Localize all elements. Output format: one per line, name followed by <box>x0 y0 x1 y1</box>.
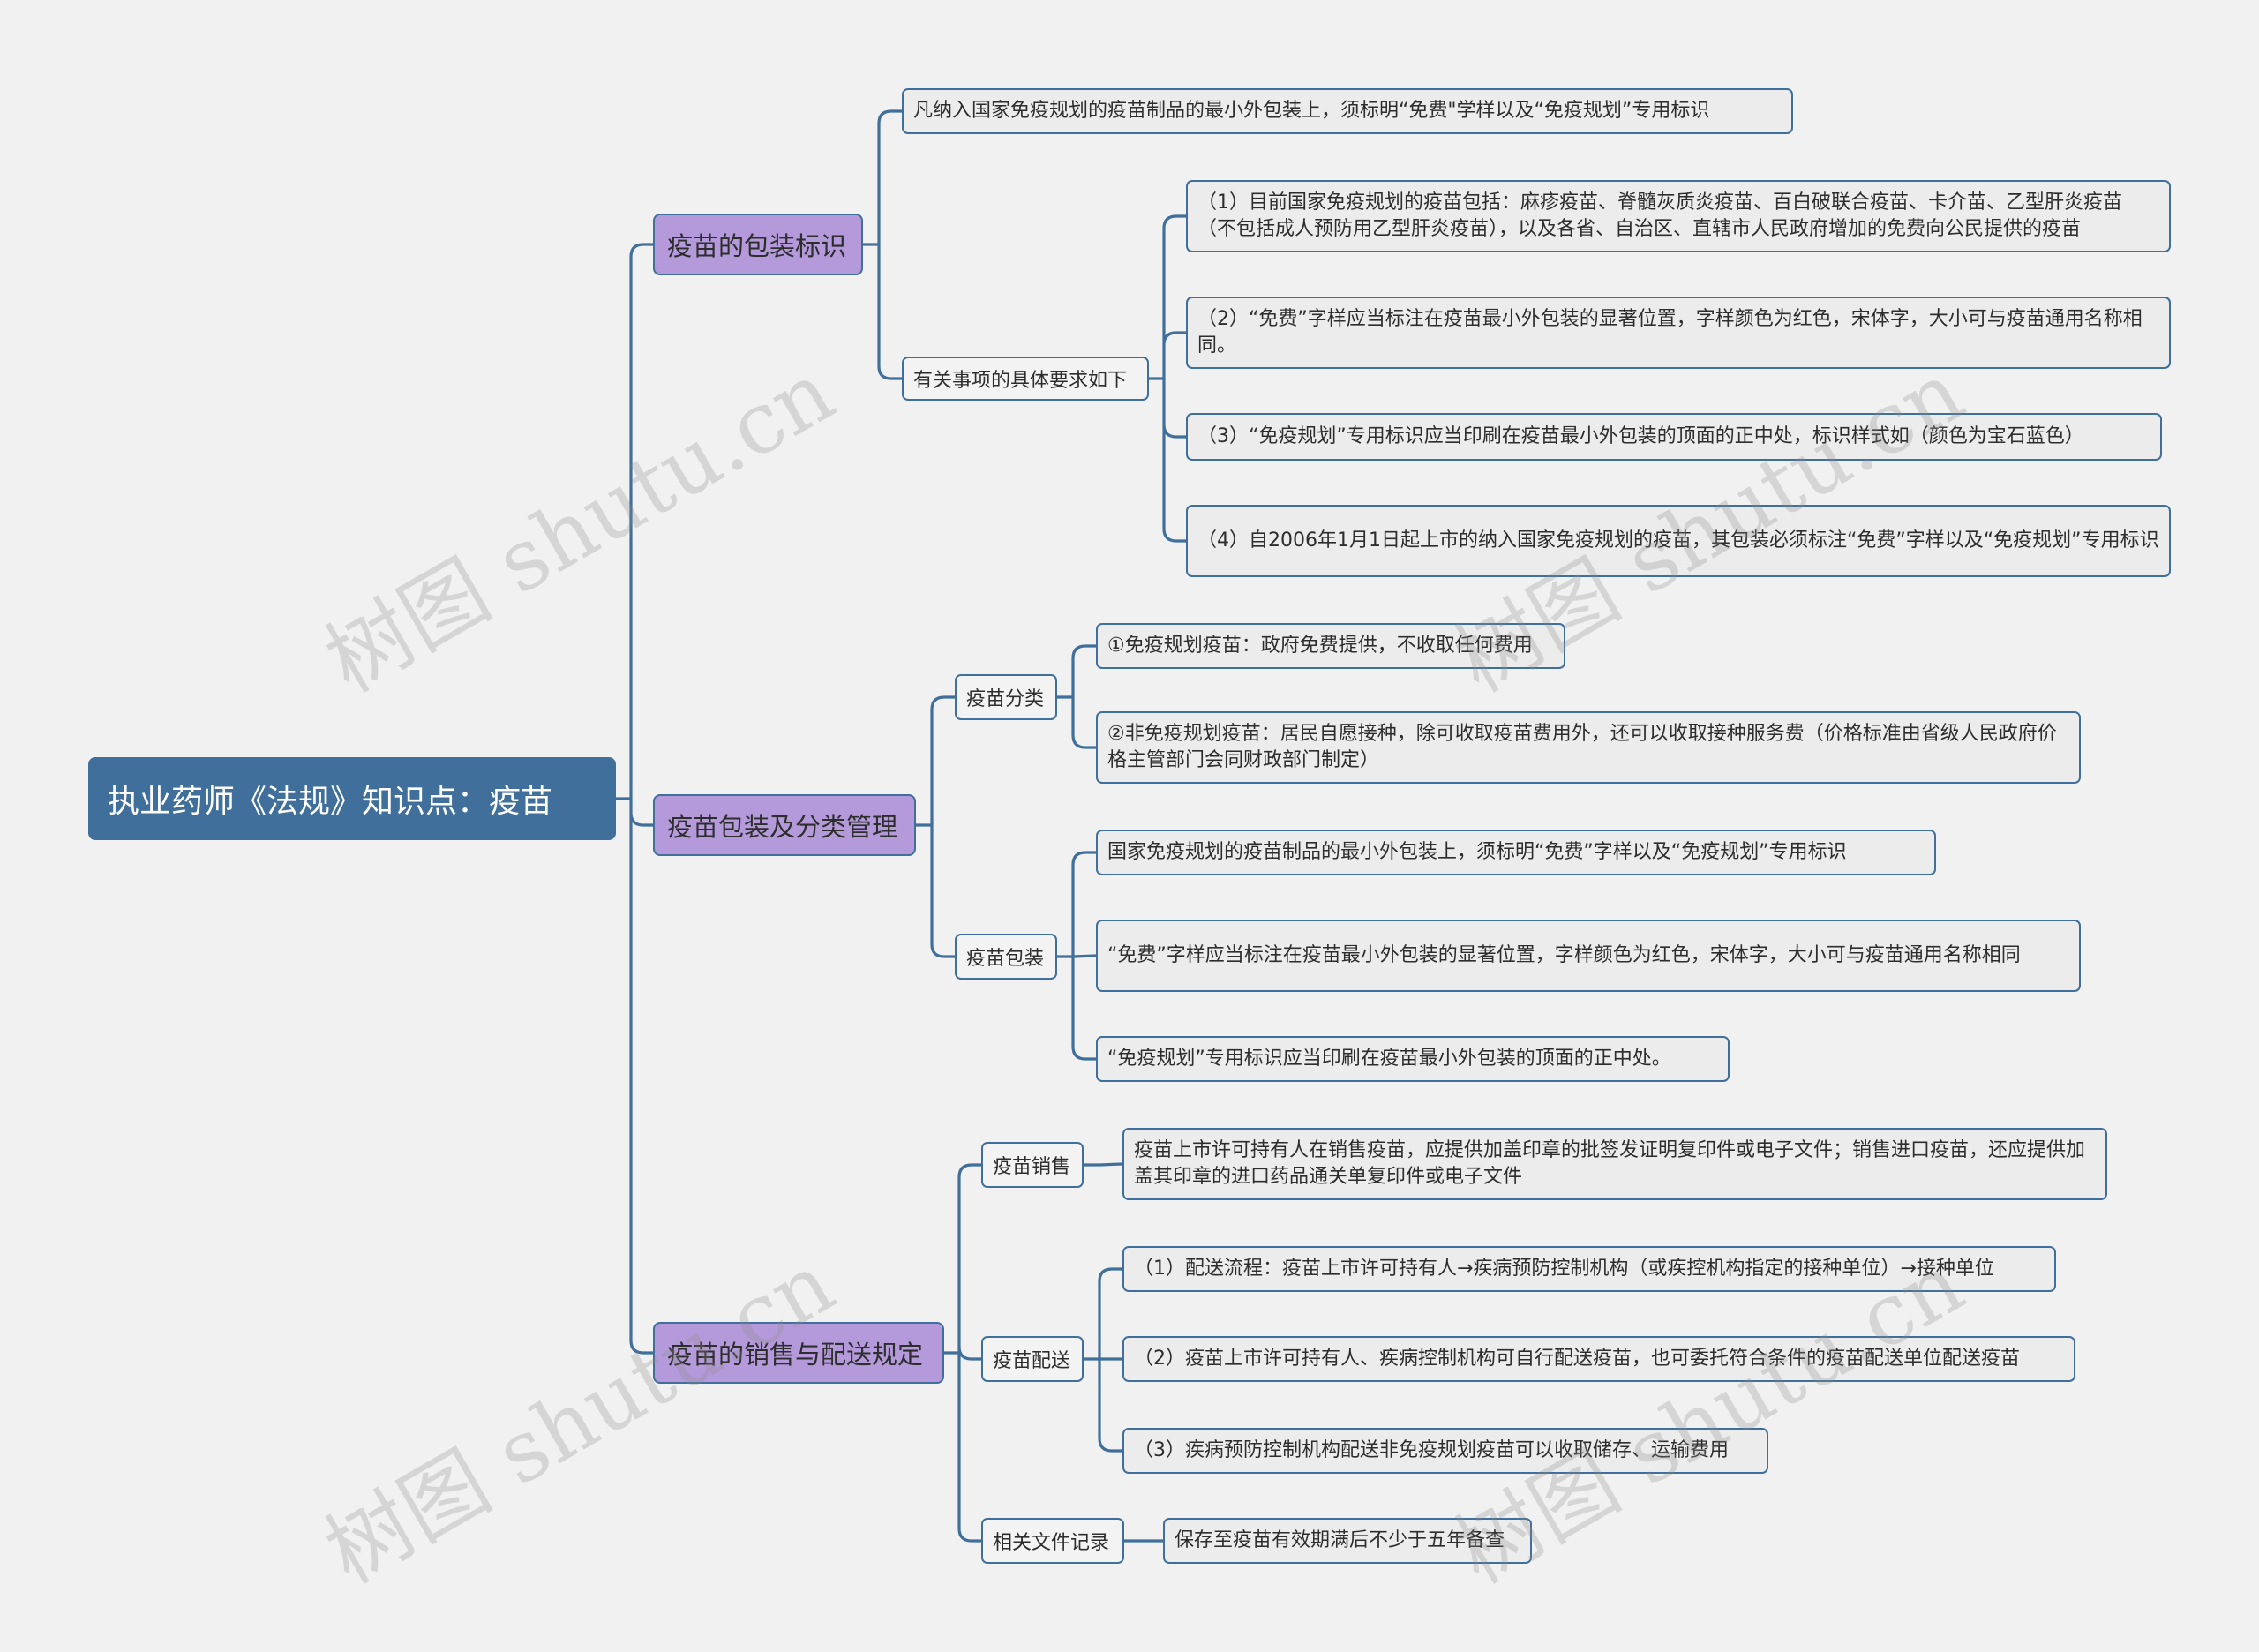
leaf-requirement-4-text: （4）自2006年1月1日起上市的纳入国家免疫规划的疫苗，其包装必须标注“免费”… <box>1197 529 2159 552</box>
connector-b1 <box>914 695 957 958</box>
connector-root <box>614 243 655 1355</box>
root-topic-text: 执业药师《法规》知识点：疫苗 <box>108 784 553 820</box>
connector-b1c0 <box>1055 644 1098 749</box>
leaf-packaging-3-text: “免疫规划”专用标识应当印刷在疫苗最小外包装的顶面的正中处。 <box>1107 1048 1671 1070</box>
sub-vaccine-sales-text: 疫苗销售 <box>993 1156 1071 1178</box>
leaf-distribution-3-text: （3）疾病预防控制机构配送非免疫规划疫苗可以收取储存、运输费用 <box>1134 1439 1729 1461</box>
sub-specific-requirements[interactable]: 有关事项的具体要求如下 <box>902 357 1149 401</box>
branch-packaging-label[interactable]: 疫苗的包装标识 <box>653 214 863 275</box>
connector-b0 <box>861 109 904 380</box>
sub-vaccine-classification[interactable]: 疫苗分类 <box>955 674 1057 720</box>
connector-b2 <box>942 1163 983 1543</box>
sub-specific-requirements-text: 有关事项的具体要求如下 <box>913 370 1128 392</box>
leaf-sales-documents[interactable]: 疫苗上市许可持有人在销售疫苗，应提供加盖印章的批签发证明复印件或电子文件；销售进… <box>1122 1128 2107 1200</box>
sub-vaccine-classification-text: 疫苗分类 <box>966 688 1045 710</box>
root-topic[interactable]: 执业药师《法规》知识点：疫苗 <box>88 757 616 840</box>
leaf-record-retention-text: 保存至疫苗有效期满后不少于五年备查 <box>1175 1529 1505 1551</box>
sub-vaccine-distribution-text: 疫苗配送 <box>993 1350 1071 1372</box>
connector-b2c1 <box>1082 1267 1124 1453</box>
leaf-packaging-1[interactable]: 国家免疫规划的疫苗制品的最小外包装上，须标明“免费”字样以及“免疫规划”专用标识 <box>1096 830 1936 875</box>
leaf-packaging-1-text: 国家免疫规划的疫苗制品的最小外包装上，须标明“免费”字样以及“免疫规划”专用标识 <box>1107 841 1847 863</box>
leaf-requirement-3-text: （3）“免疫规划”专用标识应当印刷在疫苗最小外包装的顶面的正中处，标识样式如（颜… <box>1197 425 2084 447</box>
leaf-requirement-1-text: （1）目前国家免疫规划的疫苗包括：麻疹疫苗、脊髓灰质炎疫苗、百白破联合疫苗、卡介… <box>1197 191 2123 240</box>
leaf-distribution-1-text: （1）配送流程：疫苗上市许可持有人→疾病预防控制机构（或疾控机构指定的接种单位）… <box>1134 1258 1994 1280</box>
leaf-distribution-3[interactable]: （3）疾病预防控制机构配送非免疫规划疫苗可以收取储存、运输费用 <box>1122 1428 1768 1474</box>
leaf-packaging-requirement[interactable]: 凡纳入国家免疫规划的疫苗制品的最小外包装上，须标明“免费"学样以及“免疫规划”专… <box>902 88 1793 134</box>
leaf-packaging-requirement-text: 凡纳入国家免疫规划的疫苗制品的最小外包装上，须标明“免费"学样以及“免疫规划”专… <box>913 100 1710 122</box>
leaf-requirement-2-text: （2）“免费”字样应当标注在疫苗最小外包装的显著位置，字样颜色为红色，宋体字，大… <box>1197 308 2143 357</box>
sub-vaccine-distribution[interactable]: 疫苗配送 <box>981 1336 1084 1382</box>
sub-document-records[interactable]: 相关文件记录 <box>981 1518 1124 1564</box>
leaf-non-planned-vaccine[interactable]: ②非免疫规划疫苗：居民自愿接种，除可收取疫苗费用外，还可以收取接种服务费（价格标… <box>1096 711 2081 784</box>
branch-packaging-label-text: 疫苗的包装标识 <box>667 231 847 261</box>
leaf-requirement-3[interactable]: （3）“免疫规划”专用标识应当印刷在疫苗最小外包装的顶面的正中处，标识样式如（颜… <box>1186 413 2162 461</box>
branch-sales-distribution[interactable]: 疫苗的销售与配送规定 <box>653 1322 944 1384</box>
connector-b2c0 <box>1082 1162 1124 1167</box>
leaf-sales-documents-text: 疫苗上市许可持有人在销售疫苗，应提供加盖印章的批签发证明复印件或电子文件；销售进… <box>1134 1139 2086 1188</box>
leaf-record-retention[interactable]: 保存至疫苗有效期满后不少于五年备查 <box>1163 1518 1532 1564</box>
branch-classification-text: 疫苗包装及分类管理 <box>667 812 898 842</box>
leaf-packaging-3[interactable]: “免疫规划”专用标识应当印刷在疫苗最小外包装的顶面的正中处。 <box>1096 1036 1730 1082</box>
connector-b0c1 <box>1147 214 1188 543</box>
leaf-requirement-4[interactable]: （4）自2006年1月1日起上市的纳入国家免疫规划的疫苗，其包装必须标注“免费”… <box>1186 505 2171 577</box>
leaf-packaging-2-text: “免费”字样应当标注在疫苗最小外包装的显著位置，字样颜色为红色，宋体字，大小可与… <box>1107 944 2021 966</box>
leaf-non-planned-vaccine-text: ②非免疫规划疫苗：居民自愿接种，除可收取疫苗费用外，还可以收取接种服务费（价格标… <box>1107 723 2057 771</box>
sub-vaccine-sales[interactable]: 疫苗销售 <box>981 1142 1084 1188</box>
leaf-planned-vaccine-text: ①免疫规划疫苗：政府免费提供，不收取任何费用 <box>1107 635 1533 657</box>
leaf-planned-vaccine[interactable]: ①免疫规划疫苗：政府免费提供，不收取任何费用 <box>1096 623 1565 669</box>
leaf-requirement-1[interactable]: （1）目前国家免疫规划的疫苗包括：麻疹疫苗、脊髓灰质炎疫苗、百白破联合疫苗、卡介… <box>1186 180 2171 252</box>
connector-b1c1 <box>1055 851 1098 1061</box>
leaf-requirement-2[interactable]: （2）“免费”字样应当标注在疫苗最小外包装的显著位置，字样颜色为红色，宋体字，大… <box>1186 297 2171 369</box>
sub-vaccine-packaging[interactable]: 疫苗包装 <box>955 934 1057 980</box>
leaf-distribution-1[interactable]: （1）配送流程：疫苗上市许可持有人→疾病预防控制机构（或疾控机构指定的接种单位）… <box>1122 1246 2056 1292</box>
sub-vaccine-packaging-text: 疫苗包装 <box>966 948 1045 970</box>
leaf-distribution-2[interactable]: （2）疫苗上市许可持有人、疾病控制机构可自行配送疫苗，也可委托符合条件的疫苗配送… <box>1122 1336 2075 1382</box>
leaf-packaging-2[interactable]: “免费”字样应当标注在疫苗最小外包装的显著位置，字样颜色为红色，宋体字，大小可与… <box>1096 920 2081 992</box>
branch-sales-distribution-text: 疫苗的销售与配送规定 <box>667 1340 924 1370</box>
leaf-distribution-2-text: （2）疫苗上市许可持有人、疾病控制机构可自行配送疫苗，也可委托符合条件的疫苗配送… <box>1134 1348 2021 1370</box>
sub-document-records-text: 相关文件记录 <box>993 1532 1110 1554</box>
branch-classification[interactable]: 疫苗包装及分类管理 <box>653 794 916 856</box>
